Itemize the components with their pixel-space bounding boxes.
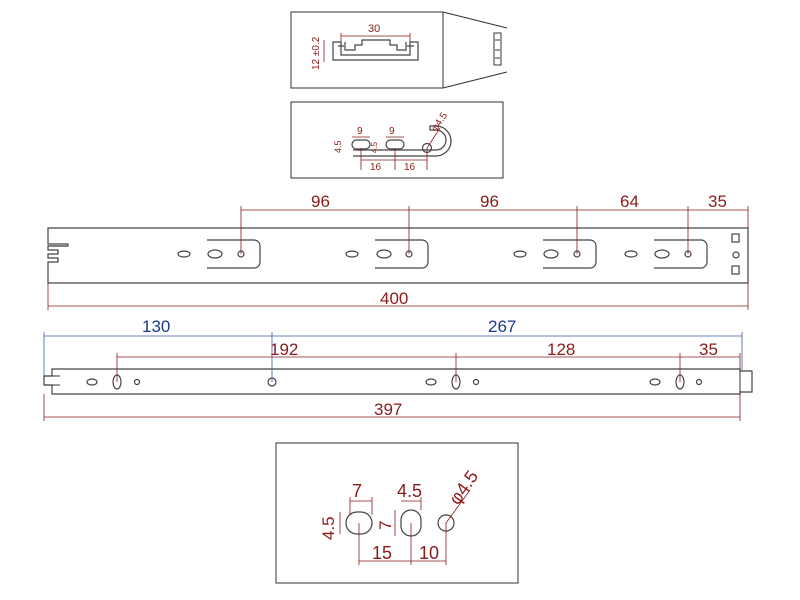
large-slot2-width-label: 4.5 (397, 481, 422, 501)
small-slot-height-inner-label: 4.5 (370, 141, 379, 153)
hole-group-1 (177, 239, 261, 269)
hole-group-3 (513, 239, 597, 269)
large-pitch1-label: 15 (372, 543, 392, 563)
bottom-hole-group-1 (86, 374, 141, 390)
small-slot-height-label: 4.5 (333, 140, 343, 153)
top-spacing-1-label: 96 (311, 192, 330, 211)
zoom-line-bottom (442, 71, 508, 89)
profile-view-frame (290, 11, 444, 89)
bottom-spacing-1-label: 192 (270, 340, 298, 359)
bottom-left-offset-label: 130 (142, 317, 170, 336)
bottom-hole-group-2 (425, 374, 480, 390)
small-pitch1-label: 16 (370, 162, 382, 173)
hole-detail-large: 7 4.5 4.5 7 φ4.5 15 10 (275, 442, 519, 584)
large-slot1-width-label: 7 (352, 481, 362, 501)
bottom-end-offset-label: 35 (699, 340, 718, 359)
slot-2 (385, 139, 405, 150)
large-slot1-height-label: 4.5 (319, 516, 338, 540)
rail-bottom: 130 267 192 128 35 397 (43, 317, 753, 421)
bottom-overall-length-label: 397 (374, 400, 402, 419)
profile-width-label: 30 (368, 23, 380, 35)
large-slot2-height-label: 7 (376, 521, 395, 530)
zoom-line-top (442, 11, 508, 29)
hole-detail-small: 9 9 4.5 4.5 φ4.5 16 16 (290, 101, 504, 179)
bottom-hole-group-3 (649, 374, 703, 390)
profile-small-section (493, 32, 502, 66)
top-spacing-3-label: 64 (620, 192, 639, 211)
top-spacing-2-label: 96 (480, 192, 499, 211)
rail-top: 96 96 64 35 400 (47, 192, 749, 310)
hole-group-2 (345, 239, 429, 269)
bottom-spacing-2-label: 128 (547, 340, 575, 359)
hole-detail-large-frame (275, 442, 519, 584)
rail-bottom-outline (43, 368, 753, 395)
small-pitch2-label: 16 (404, 162, 416, 173)
large-hole-diameter-label: φ4.5 (445, 467, 482, 509)
top-end-offset-label: 35 (708, 192, 727, 211)
profile-cross-section (332, 39, 419, 61)
slot-1 (351, 139, 371, 150)
rail-end-outline (353, 125, 452, 157)
hole-group-4 (624, 239, 708, 269)
profile-view: 30 12 ±0.2 (290, 11, 508, 89)
bottom-right-span-label: 267 (488, 317, 516, 336)
small-slot2-width-label: 9 (389, 126, 395, 137)
rail-top-outline (47, 227, 749, 284)
hole-detail-small-frame (290, 101, 504, 179)
profile-height-label: 12 ±0.2 (311, 36, 322, 70)
top-overall-length-label: 400 (380, 289, 408, 308)
small-slot1-width-label: 9 (357, 126, 363, 137)
large-pitch2-label: 10 (419, 543, 439, 563)
